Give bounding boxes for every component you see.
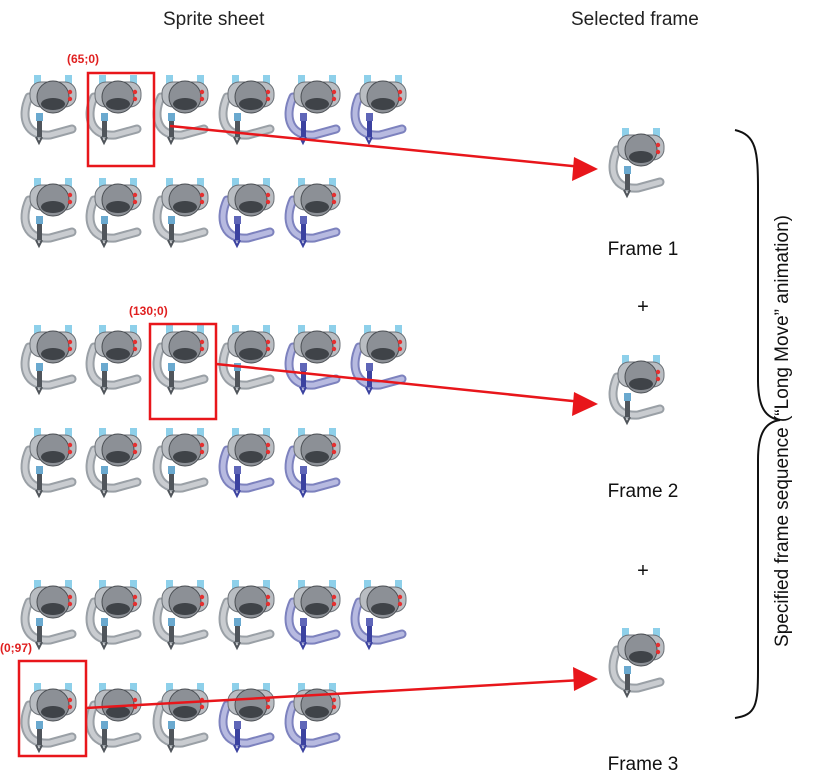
robot-sprite-icon bbox=[289, 325, 340, 393]
robot-sprite-icon bbox=[289, 75, 340, 143]
frame-1-highlight bbox=[86, 71, 156, 168]
robot-sprite-icon bbox=[25, 75, 76, 143]
selected-frame-1-sprite bbox=[613, 128, 664, 196]
frame-2-coordinate: (130;0) bbox=[129, 304, 168, 318]
robot-sprite-icon bbox=[90, 683, 141, 751]
robot-sprite-icon bbox=[157, 580, 208, 648]
frame-1-label: Frame 1 bbox=[607, 239, 679, 260]
selected-frame-2-sprite bbox=[613, 355, 664, 423]
robot-sprite-icon bbox=[289, 428, 340, 496]
frame-2-highlight bbox=[148, 322, 218, 421]
frame-1-coordinate: (65;0) bbox=[67, 52, 100, 66]
plus-sign-1: + bbox=[637, 296, 649, 318]
plus-sign-2: + bbox=[637, 560, 649, 582]
robot-sprite-icon bbox=[90, 325, 141, 393]
robot-sprite-icon bbox=[25, 683, 76, 751]
robot-sprite-icon bbox=[223, 683, 274, 751]
robot-sprite-icon bbox=[355, 580, 406, 648]
frame-2-label: Frame 2 bbox=[607, 481, 679, 502]
robot-sprite-icon bbox=[25, 580, 76, 648]
robot-sprite-icon bbox=[157, 75, 208, 143]
robot-sprite-icon bbox=[25, 178, 76, 246]
robot-sprite-icon bbox=[223, 178, 274, 246]
robot-sprite-icon bbox=[157, 325, 208, 393]
robot-sprite-icon bbox=[289, 580, 340, 648]
frame-3-highlight bbox=[17, 659, 88, 758]
robot-sprite-icon bbox=[157, 428, 208, 496]
robot-sprite-icon bbox=[90, 75, 141, 143]
robot-sprite-icon bbox=[355, 75, 406, 143]
sequence-label: Specified frame sequence (“Long Move” an… bbox=[772, 215, 793, 647]
robot-sprite-icon bbox=[157, 683, 208, 751]
robot-sprite-icon bbox=[25, 428, 76, 496]
curly-brace bbox=[734, 129, 781, 719]
robot-sprite-icon bbox=[25, 325, 76, 393]
selected-frame-3-sprite bbox=[613, 628, 664, 696]
robot-sprite-icon bbox=[90, 178, 141, 246]
selected-frame-header: Selected frame bbox=[571, 9, 699, 30]
arrow-frame-2 bbox=[215, 362, 598, 416]
arrow-frame-1 bbox=[169, 124, 598, 181]
arrow-frame-3 bbox=[85, 667, 598, 710]
robot-sprite-icon bbox=[223, 580, 274, 648]
sprite-sheet-header: Sprite sheet bbox=[163, 9, 265, 30]
robot-sprite-icon bbox=[90, 580, 141, 648]
frame-3-label: Frame 3 bbox=[607, 754, 679, 775]
robot-sprite-icon bbox=[157, 178, 208, 246]
frame-3-coordinate: (0;97) bbox=[0, 641, 33, 655]
robot-sprite-icon bbox=[90, 428, 141, 496]
robot-sprite-icon bbox=[289, 178, 340, 246]
robot-sprite-icon bbox=[223, 428, 274, 496]
robot-sprite-icon bbox=[223, 325, 274, 393]
